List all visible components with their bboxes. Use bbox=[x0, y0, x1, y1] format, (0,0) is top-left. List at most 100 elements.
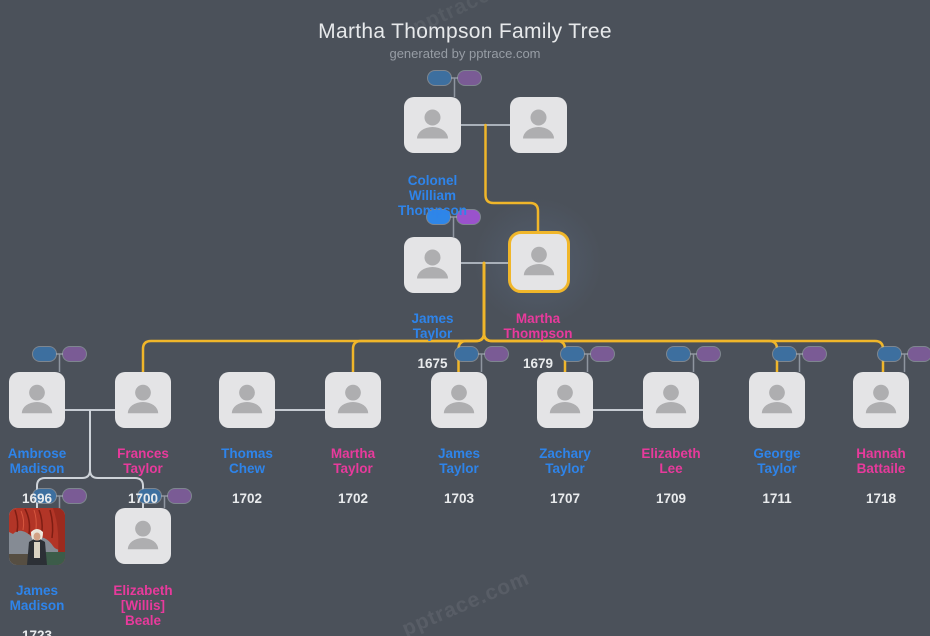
person-name: James Taylor bbox=[437, 446, 481, 476]
mother-link-pill[interactable] bbox=[697, 347, 720, 361]
lineage-lines bbox=[141, 123, 885, 374]
father-link-pill[interactable] bbox=[773, 347, 796, 361]
person-label: James Taylor 1703 bbox=[404, 431, 514, 521]
person-label: Ambrose Madison 1696 bbox=[0, 431, 92, 521]
person-label: George Taylor 1711 bbox=[722, 431, 832, 521]
person-birth-year: 1696 bbox=[21, 491, 53, 506]
person-card-colonel-william-thompson[interactable] bbox=[404, 97, 461, 153]
ancestor-pills-james-taylor-1703 bbox=[455, 347, 508, 361]
father-link-pill[interactable] bbox=[428, 71, 451, 85]
descendant-lines bbox=[36, 410, 144, 508]
page-title: Martha Thompson Family Tree bbox=[318, 20, 612, 43]
mother-link-pill[interactable] bbox=[591, 347, 614, 361]
father-link-pill[interactable] bbox=[33, 347, 56, 361]
person-card-hannah-battaile-1718[interactable] bbox=[853, 372, 909, 428]
father-link-pill[interactable] bbox=[878, 347, 901, 361]
mother-link-pill[interactable] bbox=[908, 347, 930, 361]
mother-link-pill[interactable] bbox=[803, 347, 826, 361]
ancestor-pills-elizabeth-lee bbox=[667, 347, 720, 361]
person-card-frances-taylor-1700[interactable] bbox=[115, 372, 171, 428]
person-card-martha-taylor-1702[interactable] bbox=[325, 372, 381, 428]
person-name: James Madison bbox=[9, 583, 65, 613]
person-label: Martha Taylor 1702 bbox=[298, 431, 408, 521]
person-birth-year: 1702 bbox=[231, 491, 263, 506]
person-avatar-icon bbox=[337, 384, 369, 414]
ancestor-pills-elizabeth-beale bbox=[138, 489, 191, 503]
page-subtitle: generated by pptrace.com bbox=[389, 46, 541, 61]
mother-link-pill[interactable] bbox=[63, 347, 86, 361]
ancestor-pills-james-taylor-1675 bbox=[427, 210, 480, 224]
person-label: Elizabeth [Willis] Beale 1725 bbox=[88, 568, 198, 636]
person-avatar-icon bbox=[549, 384, 581, 414]
person-label: Frances Taylor 1700 bbox=[88, 431, 198, 521]
person-avatar-icon bbox=[865, 384, 897, 414]
person-label: Elizabeth Lee 1709 bbox=[616, 431, 726, 521]
person-avatar-icon bbox=[21, 384, 53, 414]
ancestor-pills-zachary-taylor bbox=[561, 347, 614, 361]
person-label: Martha Thompson 1679 bbox=[483, 296, 593, 386]
mother-link-pill[interactable] bbox=[63, 489, 86, 503]
person-card-elizabeth-willis-beale-1725[interactable] bbox=[115, 508, 171, 564]
person-birth-year: 1718 bbox=[865, 491, 897, 506]
person-name: Elizabeth [Willis] Beale bbox=[113, 583, 173, 628]
father-link-pill[interactable] bbox=[561, 347, 584, 361]
ancestor-pills-james-madison bbox=[33, 489, 86, 503]
mother-link-pill[interactable] bbox=[168, 489, 191, 503]
person-card-james-madison-1723[interactable] bbox=[9, 508, 65, 565]
person-card-thomas-chew-1702[interactable] bbox=[219, 372, 275, 428]
person-card-james-taylor-1703[interactable] bbox=[431, 372, 487, 428]
pill-connector-lines bbox=[56, 77, 908, 508]
person-card-unknown-spouse[interactable] bbox=[510, 97, 567, 153]
person-birth-year: 1723 bbox=[21, 628, 53, 636]
person-avatar-icon bbox=[523, 109, 554, 139]
person-card-ambrose-madison-1696[interactable] bbox=[9, 372, 65, 428]
ancestor-pills-hannah-battaile bbox=[878, 347, 930, 361]
person-birth-year: 1709 bbox=[655, 491, 687, 506]
person-name: Martha Taylor bbox=[330, 446, 376, 476]
portrait-painting bbox=[9, 508, 65, 565]
person-card-james-taylor-1675[interactable] bbox=[404, 237, 461, 293]
person-label: Zachary Taylor 1707 bbox=[510, 431, 620, 521]
person-birth-year: 1711 bbox=[762, 491, 792, 506]
person-avatar-icon bbox=[523, 246, 555, 276]
father-link-pill[interactable] bbox=[138, 489, 161, 503]
person-birth-year: 1679 bbox=[522, 356, 554, 371]
person-birth-year: 1702 bbox=[337, 491, 369, 506]
person-birth-year: 1707 bbox=[549, 491, 581, 506]
person-avatar-icon bbox=[417, 249, 448, 279]
person-card-george-taylor-1711[interactable] bbox=[749, 372, 805, 428]
ancestor-pills-colonel-william-thompson bbox=[428, 71, 481, 85]
mother-link-pill[interactable] bbox=[458, 71, 481, 85]
person-birth-year: 1700 bbox=[127, 491, 159, 506]
person-avatar-icon bbox=[443, 384, 475, 414]
person-label: Hannah Battaile 1718 bbox=[826, 431, 930, 521]
person-birth-year: 1703 bbox=[443, 491, 475, 506]
person-card-elizabeth-lee-1709[interactable] bbox=[643, 372, 699, 428]
person-name: Hannah Battaile bbox=[856, 446, 906, 476]
person-card-martha-thompson-1679[interactable] bbox=[508, 231, 570, 293]
person-card-zachary-taylor-1707[interactable] bbox=[537, 372, 593, 428]
father-link-pill[interactable] bbox=[667, 347, 690, 361]
person-avatar-icon bbox=[761, 384, 793, 414]
person-name: Elizabeth Lee bbox=[641, 446, 701, 476]
person-name: Zachary Taylor bbox=[539, 446, 591, 476]
person-avatar-icon bbox=[127, 384, 159, 414]
mother-link-pill[interactable] bbox=[457, 210, 480, 224]
person-name: Ambrose Madison bbox=[7, 446, 67, 476]
person-avatar-icon bbox=[655, 384, 687, 414]
person-name: Thomas Chew bbox=[221, 446, 273, 476]
father-link-pill[interactable] bbox=[455, 347, 478, 361]
ancestor-pills-ambrose-madison bbox=[33, 347, 86, 361]
person-name: Martha Thompson bbox=[503, 311, 573, 341]
mother-link-pill[interactable] bbox=[485, 347, 508, 361]
person-avatar-icon bbox=[231, 384, 263, 414]
person-avatar-icon bbox=[127, 520, 159, 550]
person-name: James Taylor bbox=[411, 311, 454, 341]
father-link-pill[interactable] bbox=[427, 210, 450, 224]
person-label: James Madison 1723 bbox=[0, 568, 92, 636]
person-name: Frances Taylor bbox=[117, 446, 169, 476]
person-avatar-icon bbox=[417, 109, 448, 139]
father-link-pill[interactable] bbox=[33, 489, 56, 503]
